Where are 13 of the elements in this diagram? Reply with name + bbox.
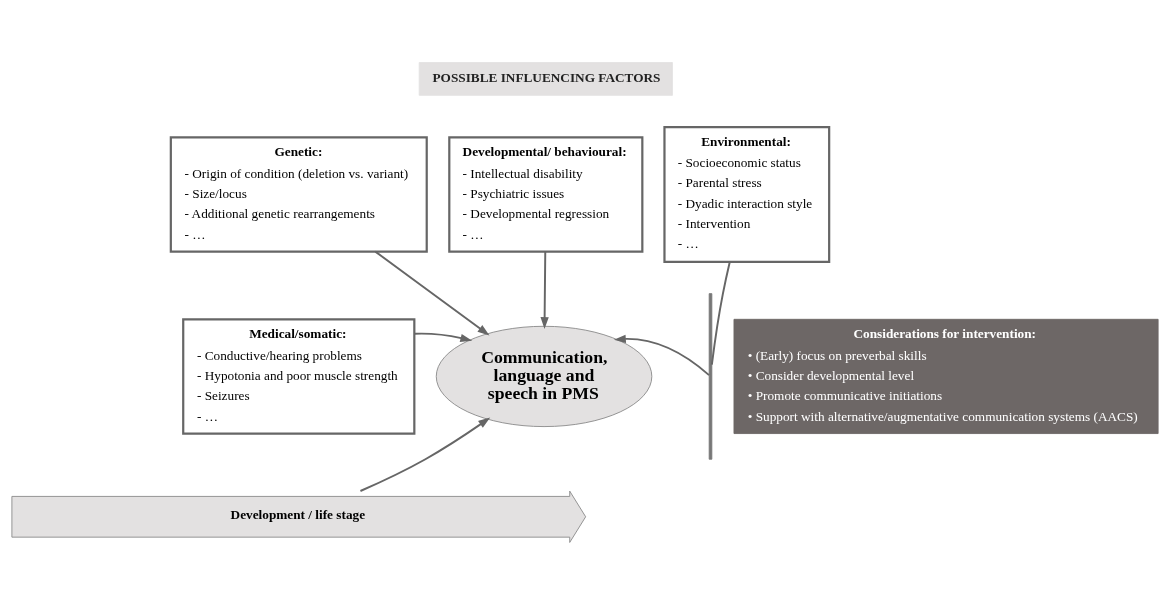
arrow (613, 334, 711, 377)
node-box: Developmental/ behavioural: - Intellectual disability - Psychiatric issues - Developmental regression - … (448, 136, 644, 253)
node-bar (708, 293, 713, 460)
arrow (540, 250, 549, 330)
node-box: Environmental: - Socioeconomic status - Parental stress - Dyadic interaction style - Intervention - … (663, 126, 831, 263)
node-box: Genetic: - Origin of condition (deletion vs. variant) - Size/locus - Additional genetic rearrangements - … (169, 136, 428, 253)
arrow (374, 250, 490, 336)
arrow (359, 417, 491, 492)
node-box: POSSIBLE INFLUENCING FACTORS (418, 62, 673, 96)
arrow (413, 332, 473, 343)
node-box: Considerations for intervention: • (Early) focus on preverbal skills • Consider developmental level • Promote communicative initiations • Support with alternative/augmentative communication systems (AACS) (733, 318, 1159, 434)
connector (710, 260, 731, 366)
node-box: Medical/somatic: - Conductive/hearing problems - Hypotonia and poor muscle strength - Seizures - … (182, 318, 416, 435)
